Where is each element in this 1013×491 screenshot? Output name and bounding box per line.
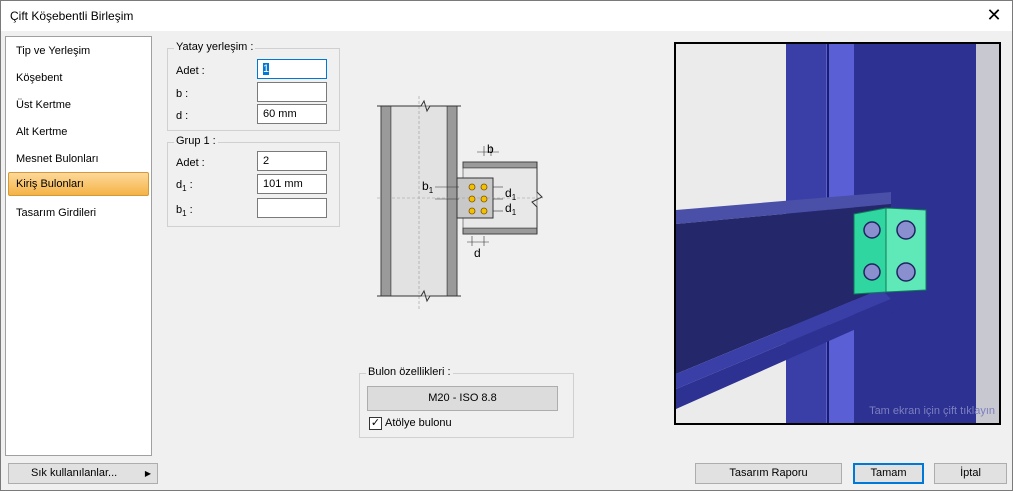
bolt-holes — [468, 183, 488, 215]
nav-item-tip-ve-yerlesim[interactable]: Tip ve Yerleşim — [16, 45, 91, 57]
grup-d1-input[interactable]: 101 mm — [257, 174, 327, 194]
yatay-b-input[interactable] — [257, 82, 327, 102]
nav-item-kiris-bulonlari[interactable]: Kiriş Bulonları — [8, 172, 149, 196]
dim-d1-label-a: d1 — [505, 186, 517, 202]
grup-d1-label: d1 : — [176, 179, 193, 194]
close-icon[interactable]: ✕ — [986, 5, 1002, 25]
yatay-yerlesim-title: Yatay yerleşim : — [174, 41, 256, 53]
yatay-yerlesim-group: Yatay yerleşim : Adet : 1 b : d : 60 mm — [167, 41, 340, 131]
yatay-adet-input[interactable]: 1 — [257, 59, 327, 79]
nav-item-kosebent[interactable]: Köşebent — [16, 72, 63, 84]
nav-item-mesnet-bulonlari[interactable]: Mesnet Bulonları — [16, 153, 99, 165]
grup-1-group: Grup 1 : Adet : 2 d1 : 101 mm b1 : — [167, 135, 340, 227]
grup-b1-label: b1 : — [176, 204, 193, 219]
yatay-d-input[interactable]: 60 mm — [257, 104, 327, 124]
3d-bolts — [863, 220, 916, 282]
grup-adet-label: Adet : — [176, 157, 205, 169]
nav-item-tasarim-girdileri[interactable]: Tasarım Girdileri — [16, 207, 97, 219]
yatay-adet-label: Adet : — [176, 65, 205, 77]
yatay-d-label: d : — [176, 110, 189, 122]
title-bar[interactable]: Çift Köşebentli Birleşim ✕ — [1, 1, 1012, 31]
cancel-button[interactable]: İptal — [934, 463, 1007, 484]
favorites-button[interactable]: Sık kullanılanlar... ▶ — [8, 463, 158, 484]
bulon-ozellikleri-title: Bulon özellikleri : — [366, 366, 453, 378]
atolye-bulonu-checkbox[interactable]: ✓ — [369, 417, 382, 430]
nav-list: Tip ve Yerleşim Köşebent Üst Kertme Alt … — [5, 36, 152, 456]
dim-d-label: d — [474, 246, 481, 260]
viewer-hint: Tam ekran için çift tıklayın — [869, 405, 995, 417]
chevron-right-icon: ▶ — [144, 469, 151, 478]
grup-b1-input[interactable] — [257, 198, 327, 218]
3d-model-render — [676, 44, 999, 423]
dim-d1-label-b: d1 — [505, 201, 517, 217]
design-report-button[interactable]: Tasarım Raporu — [695, 463, 842, 484]
nav-item-ust-kertme[interactable]: Üst Kertme — [16, 99, 72, 111]
grup-adet-input[interactable]: 2 — [257, 151, 327, 171]
dim-b-label: b — [487, 142, 494, 156]
ok-button[interactable]: Tamam — [853, 463, 924, 484]
3d-viewer[interactable]: Tam ekran için çift tıklayın — [674, 42, 1001, 425]
favorites-label: Sık kullanılanlar... — [31, 467, 118, 479]
dim-b1-label: b1 — [422, 179, 434, 195]
nav-item-alt-kertme[interactable]: Alt Kertme — [16, 126, 68, 138]
atolye-bulonu-label: Atölye bulonu — [385, 417, 452, 429]
yatay-b-label: b : — [176, 88, 189, 100]
bolt-type-button[interactable]: M20 - ISO 8.8 — [367, 386, 558, 411]
window-title: Çift Köşebentli Birleşim — [10, 9, 134, 23]
grup-1-title: Grup 1 : — [174, 135, 218, 147]
connection-diagram: b b1 d1 d1 d — [377, 96, 543, 311]
